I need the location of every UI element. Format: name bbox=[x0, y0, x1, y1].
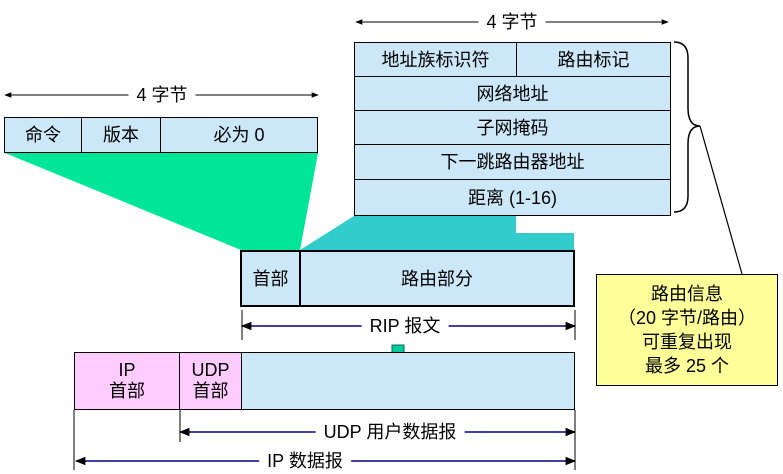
ip-span-label: IP 数据报 bbox=[259, 450, 351, 472]
field-next-hop: 下一跳路由器地址 bbox=[354, 144, 671, 180]
udp-header-line2: 首部 bbox=[192, 381, 229, 401]
route-info-line-1: 路由信息 bbox=[651, 284, 723, 304]
field-version: 版本 bbox=[81, 117, 161, 153]
ip-header-line2: 首部 bbox=[109, 381, 145, 401]
entry-expansion-trapezoid bbox=[300, 216, 574, 250]
field-distance: 距离 (1-16) bbox=[354, 179, 671, 216]
rip-message-span-label: RIP 报文 bbox=[361, 315, 449, 337]
field-must-be-zero: 必为 0 bbox=[160, 117, 318, 153]
udp-header: UDP 首部 bbox=[179, 352, 242, 410]
route-info-line-2: （20 字节/路由） bbox=[617, 308, 757, 328]
field-route-tag: 路由标记 bbox=[516, 42, 671, 77]
field-address-family: 地址族标识符 bbox=[354, 42, 517, 77]
brace-connector-line bbox=[699, 125, 743, 275]
entry-size-label: 4 字节 bbox=[478, 11, 546, 33]
route-entry-brace bbox=[673, 41, 701, 213]
header-size-label: 4 字节 bbox=[128, 84, 196, 106]
field-subnet-mask: 子网掩码 bbox=[354, 110, 671, 145]
udp-payload bbox=[241, 352, 575, 410]
route-info-line-4: 最多 25 个 bbox=[644, 356, 730, 376]
udp-header-line1: UDP bbox=[191, 360, 230, 380]
ip-header: IP 首部 bbox=[74, 352, 180, 410]
udp-span-label: UDP 用户数据报 bbox=[315, 421, 465, 443]
ip-header-line1: IP bbox=[118, 360, 136, 380]
field-network-address: 网络地址 bbox=[354, 76, 671, 111]
header-expansion-trapezoid bbox=[5, 153, 318, 250]
rip-message-routing-part: 路由部分 bbox=[299, 250, 575, 307]
route-info-line-3: 可重复出现 bbox=[642, 332, 732, 352]
rip-message-header: 首部 bbox=[240, 250, 301, 307]
route-info-box: 路由信息 （20 字节/路由） 可重复出现 最多 25 个 bbox=[596, 274, 778, 386]
field-command: 命令 bbox=[4, 117, 82, 153]
